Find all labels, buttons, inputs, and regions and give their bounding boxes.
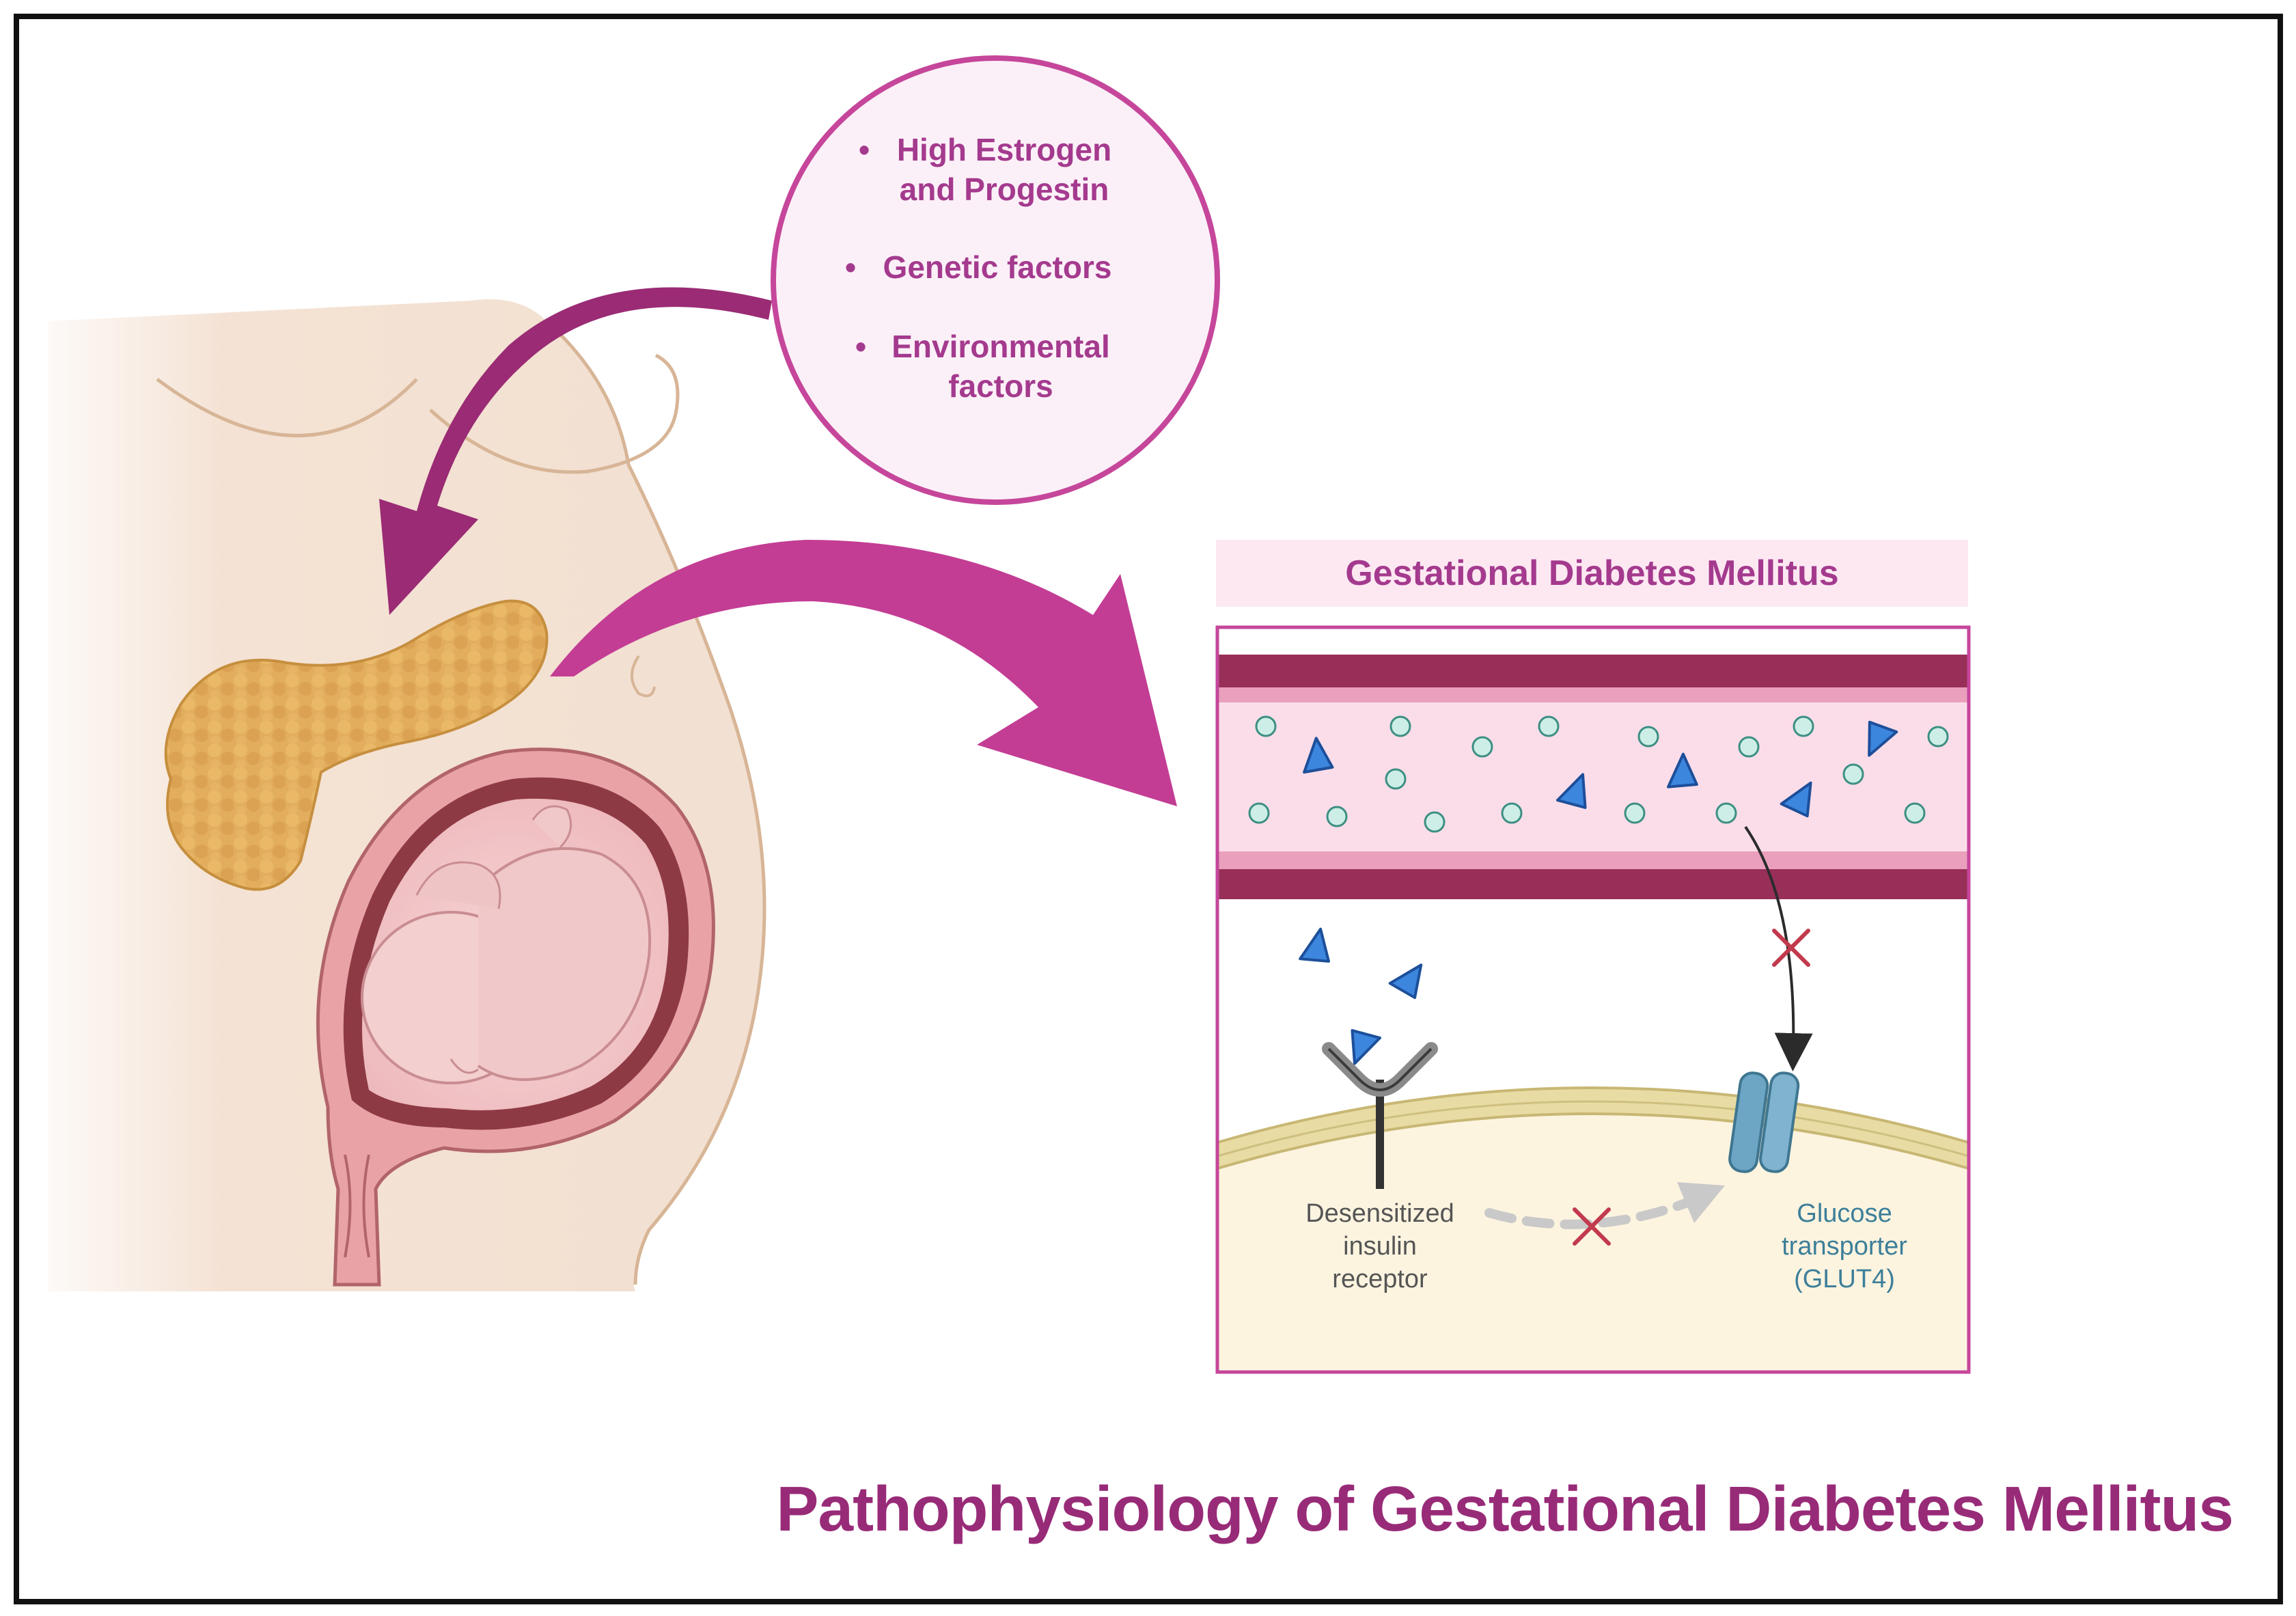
panel-title: Gestational Diabetes Mellitus [1345, 553, 1839, 593]
figure-title: Pathophysiology of Gestational Diabetes … [776, 1473, 2234, 1544]
receptor-label-line: Desensitized [1305, 1199, 1454, 1228]
insulin-molecules [1299, 720, 1898, 1065]
gdm-panel-border [1215, 625, 1971, 1374]
figure-frame [14, 14, 2283, 1604]
glucose-molecule-icon [1927, 726, 1949, 748]
blocked-x-icon [1772, 929, 1810, 967]
risk-factor-item: • High Estrogen and Progestin [859, 130, 1117, 209]
insulin-molecule-icon [1388, 963, 1423, 1000]
gdm-panel [1216, 627, 1970, 1372]
transporter-label-line: Glucose [1797, 1199, 1892, 1228]
panel-title-band [1216, 540, 1968, 607]
glucose-molecule-icon [1501, 802, 1523, 824]
glucose-path-arrow [1744, 825, 1813, 1071]
risk-factor-line: Genetic factors [883, 249, 1112, 285]
bullet-glyph: • [855, 329, 867, 364]
glucose-molecule-icon [1389, 715, 1411, 737]
glucose-molecule-icon [1624, 802, 1646, 824]
bullet-glyph: • [845, 249, 857, 285]
glucose-molecule-icon [1793, 715, 1814, 737]
risk-factor-line: High Estrogen [896, 132, 1112, 167]
glucose-molecule-icon [1248, 802, 1270, 824]
risk-factor-line: Environmental [891, 329, 1110, 364]
glucose-molecule-icon [1255, 715, 1277, 737]
transporter-label-line: (GLUT4) [1794, 1265, 1895, 1293]
receptor-label-line: receptor [1332, 1265, 1428, 1293]
insulin-molecule-icon [1303, 737, 1334, 774]
glucose-molecule-icon [1326, 806, 1348, 827]
glucose-molecule-icon [1385, 768, 1407, 790]
uterus-fetus-icon [316, 748, 715, 1287]
risk-factor-item: • Environmental factors [855, 327, 1114, 406]
bullet-glyph: • [859, 132, 870, 167]
glucose-molecules [1248, 715, 1949, 833]
glucose-molecule-icon [1424, 811, 1446, 833]
risk-factors-circle [771, 55, 1220, 505]
transporter-label-line: transporter [1782, 1232, 1907, 1261]
vessel-wall-bottom [1217, 869, 1969, 899]
blocked-x-icon [1573, 1207, 1611, 1246]
risk-factor-item: • Genetic factors [845, 247, 1117, 287]
factors-to-pancreas-arrow [379, 287, 772, 615]
insulin-molecule-icon [1868, 720, 1898, 757]
glut4-transporter-icon [1728, 1071, 1800, 1173]
insulin-molecule-icon [1780, 781, 1812, 818]
insulin-receptor-icon [1322, 1042, 1438, 1189]
glucose-molecule-icon [1904, 802, 1926, 824]
insulin-molecule-icon [1555, 773, 1587, 809]
glucose-molecule-icon [1842, 763, 1864, 785]
risk-factor-line: factors [948, 368, 1053, 404]
receptor-label: Desensitized insulin receptor [1284, 1197, 1476, 1296]
risk-factor-line: and Progestin [899, 172, 1109, 207]
insulin-molecule-icon [1299, 927, 1330, 963]
insulin-molecule-icon [1351, 1029, 1382, 1065]
glucose-molecule-icon [1471, 736, 1493, 758]
receptor-label-line: insulin [1343, 1232, 1417, 1261]
body-to-panel-arrow [550, 540, 1177, 806]
insulin-molecule-icon [1666, 752, 1698, 789]
pancreas-icon [164, 599, 549, 891]
vessel-wall-top [1217, 655, 1969, 687]
transporter-label: Glucose transporter (GLUT4) [1756, 1197, 1933, 1296]
glucose-molecule-icon [1637, 726, 1659, 748]
glucose-molecule-icon [1538, 715, 1560, 737]
glucose-molecule-icon [1738, 736, 1760, 758]
glucose-molecule-icon [1715, 802, 1737, 824]
